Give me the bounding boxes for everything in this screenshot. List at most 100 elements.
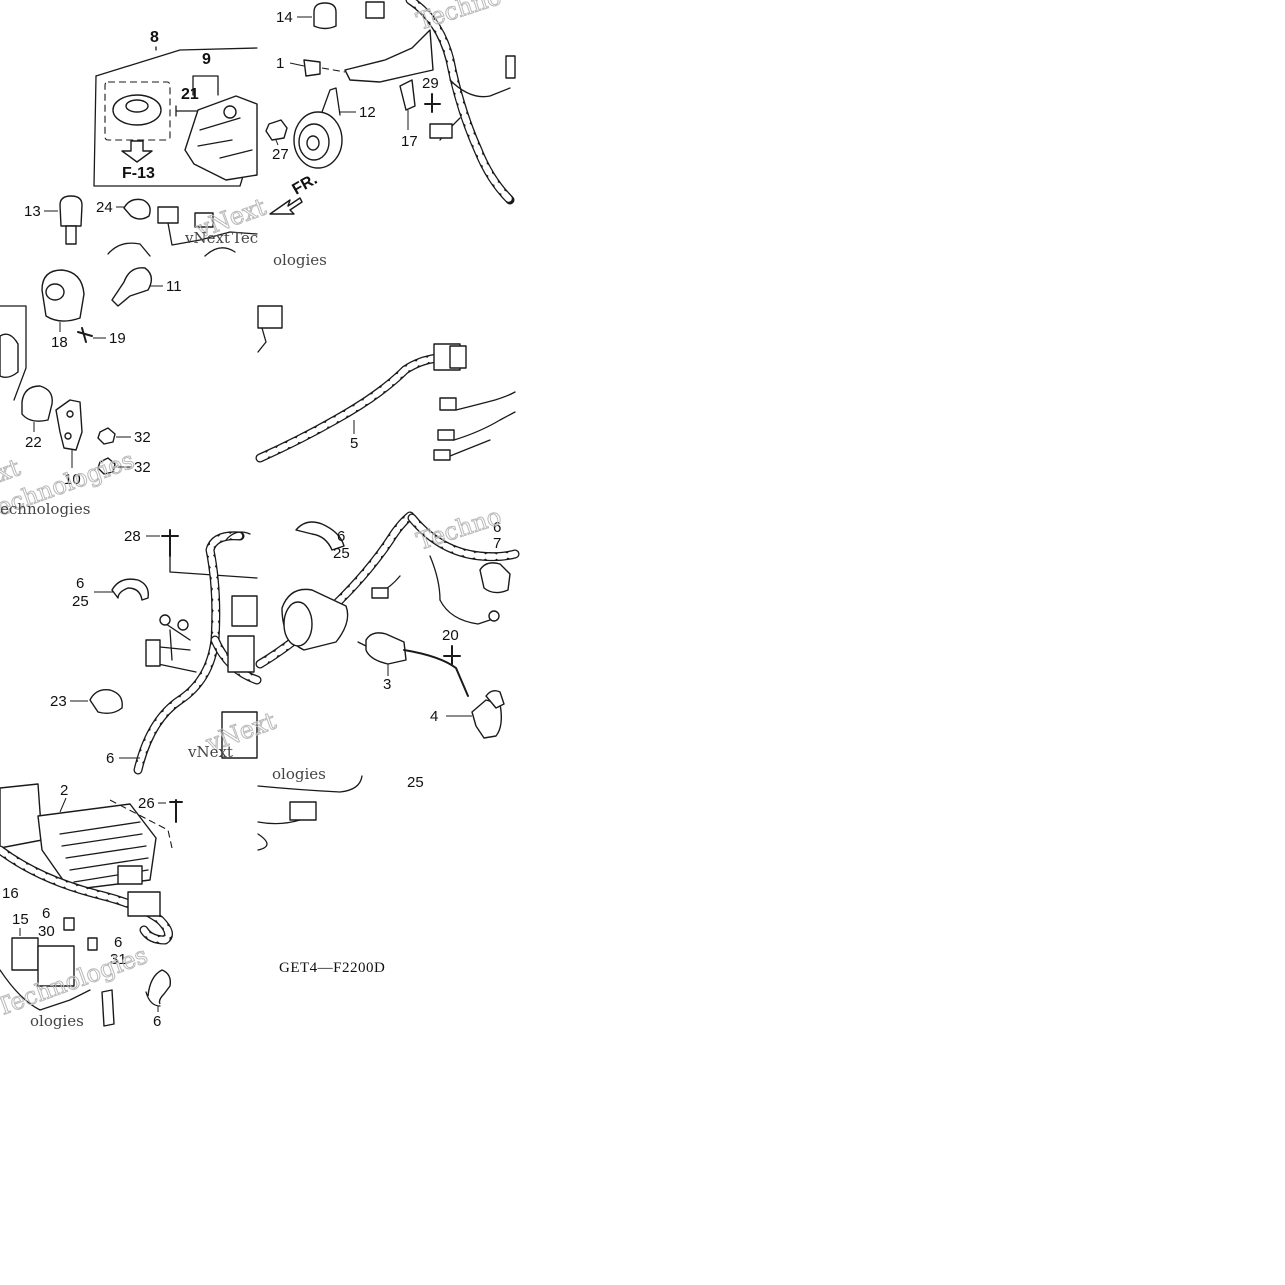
- clamp-6-25a: [111, 578, 149, 601]
- front-direction-label: FR.: [290, 171, 321, 199]
- bolt-28-leader: [169, 555, 258, 579]
- relay-b: [227, 635, 255, 673]
- harness-regulator-tape: [0, 846, 172, 944]
- callout-21: 21: [181, 86, 199, 103]
- callout-9: 9: [202, 51, 211, 68]
- push-switch-stem: [65, 225, 77, 245]
- callout-12: 12: [359, 104, 376, 121]
- connector-5c: [433, 449, 451, 461]
- ground-terminal: [488, 610, 500, 622]
- callout-2-leader: [59, 797, 67, 813]
- connector-horn: [429, 123, 453, 139]
- watermark-text: ologies: [30, 1012, 84, 1030]
- push-switch-13: [59, 195, 83, 227]
- watermark-text: vNext: [187, 743, 233, 761]
- relay-15: [11, 937, 39, 971]
- fuse-30: [63, 917, 75, 931]
- harness-5-tape: [256, 354, 442, 462]
- fuse-box: [37, 945, 75, 987]
- ignition-coil-lead: [403, 649, 469, 697]
- terminal-a: [159, 614, 171, 626]
- ignition-coil-3: [365, 632, 407, 665]
- callout-5: 5: [350, 435, 358, 452]
- callout-17: 17: [401, 133, 418, 150]
- regulator-dashed: [109, 799, 173, 849]
- key-cylinder-dashed-box: [104, 81, 171, 141]
- connector-5a: [439, 397, 457, 411]
- partial-connector: [289, 801, 317, 821]
- callout-1-leader: [289, 62, 305, 67]
- callout-6a: 6: [76, 575, 84, 592]
- connector-bottom: [101, 989, 115, 1027]
- reference-label: F-13: [122, 165, 155, 182]
- callout-29: 29: [422, 75, 439, 92]
- bottom-right-group: 25 GET4—F2200D: [257, 774, 424, 976]
- callout-11: 11: [166, 278, 182, 295]
- callout-31: 31: [110, 951, 127, 968]
- callout-30: 30: [38, 923, 55, 940]
- horn-bracket: [344, 29, 434, 83]
- connector-a: [157, 206, 179, 224]
- connector-block-left: [0, 783, 43, 849]
- callout-20: 20: [442, 627, 459, 644]
- coil-wires: [379, 555, 441, 601]
- callout-10: 10: [64, 471, 81, 488]
- callout-1: 1: [276, 55, 284, 72]
- wires-bottom: [107, 242, 236, 257]
- callout-6f: 6: [114, 934, 122, 951]
- harness-5-wires: [449, 391, 516, 457]
- watermark-text: Techno: [413, 0, 505, 36]
- bolt-28: [161, 529, 179, 557]
- key-cap-center: [125, 99, 149, 113]
- callout-26: 26: [138, 795, 155, 812]
- callout-15: 15: [12, 911, 29, 928]
- callout-28: 28: [124, 528, 141, 545]
- grommet-14: [313, 2, 337, 30]
- callout-25a: 25: [72, 593, 89, 610]
- connector-top: [365, 1, 385, 19]
- ignition-coil-end: [283, 601, 313, 647]
- regulator-group: 2 26 16 15 6 30 6 31 6: [0, 782, 183, 1030]
- callout-3: 3: [383, 676, 391, 693]
- bolt-29: [424, 93, 441, 113]
- fuse-wires: [0, 969, 91, 1011]
- callout-6e: 6: [42, 905, 50, 922]
- callout-32b: 32: [134, 459, 151, 476]
- relay-a: [231, 595, 258, 627]
- clamp-24: [123, 198, 151, 220]
- callout-14: 14: [276, 9, 293, 26]
- coil-connector: [371, 587, 389, 599]
- watermark-text: xt: [0, 453, 24, 487]
- harness-5-connector-cap: [449, 345, 467, 369]
- regulator-fins: [59, 821, 149, 883]
- bracket-dashed: [321, 67, 346, 73]
- harness-6-group: 28 6 25 23 6: [50, 528, 262, 775]
- callout-25c: 25: [407, 774, 424, 791]
- spark-plug-cap-top: [485, 689, 505, 709]
- watermark-text: ologies: [272, 765, 326, 783]
- callout-6c: 6: [337, 528, 345, 545]
- callout-9-bracket: [192, 75, 219, 96]
- partial-wire: [257, 775, 363, 793]
- switch-left-edge: [0, 333, 19, 379]
- terminal-b: [177, 619, 189, 631]
- harness-5-group: 5: [255, 305, 516, 463]
- harness-5: [255, 353, 443, 463]
- callout-23: 23: [50, 693, 67, 710]
- reference-arrow: [121, 140, 153, 163]
- bracket-17: [399, 79, 416, 111]
- callout-6d: 6: [493, 519, 501, 536]
- plate-10-hole-b: [64, 432, 72, 440]
- partial-box: [0, 305, 27, 401]
- connector-b: [194, 212, 214, 228]
- callout-7: 7: [493, 535, 501, 552]
- control-unit: [221, 711, 258, 759]
- callout-27: 27: [272, 146, 289, 163]
- clip-1: [303, 59, 321, 77]
- callout-27-leader: [275, 139, 279, 146]
- callout-32a: 32: [134, 429, 151, 446]
- watermark-text: ologies: [273, 251, 327, 269]
- callout-22: 22: [25, 434, 42, 451]
- callout-13: 13: [24, 203, 41, 220]
